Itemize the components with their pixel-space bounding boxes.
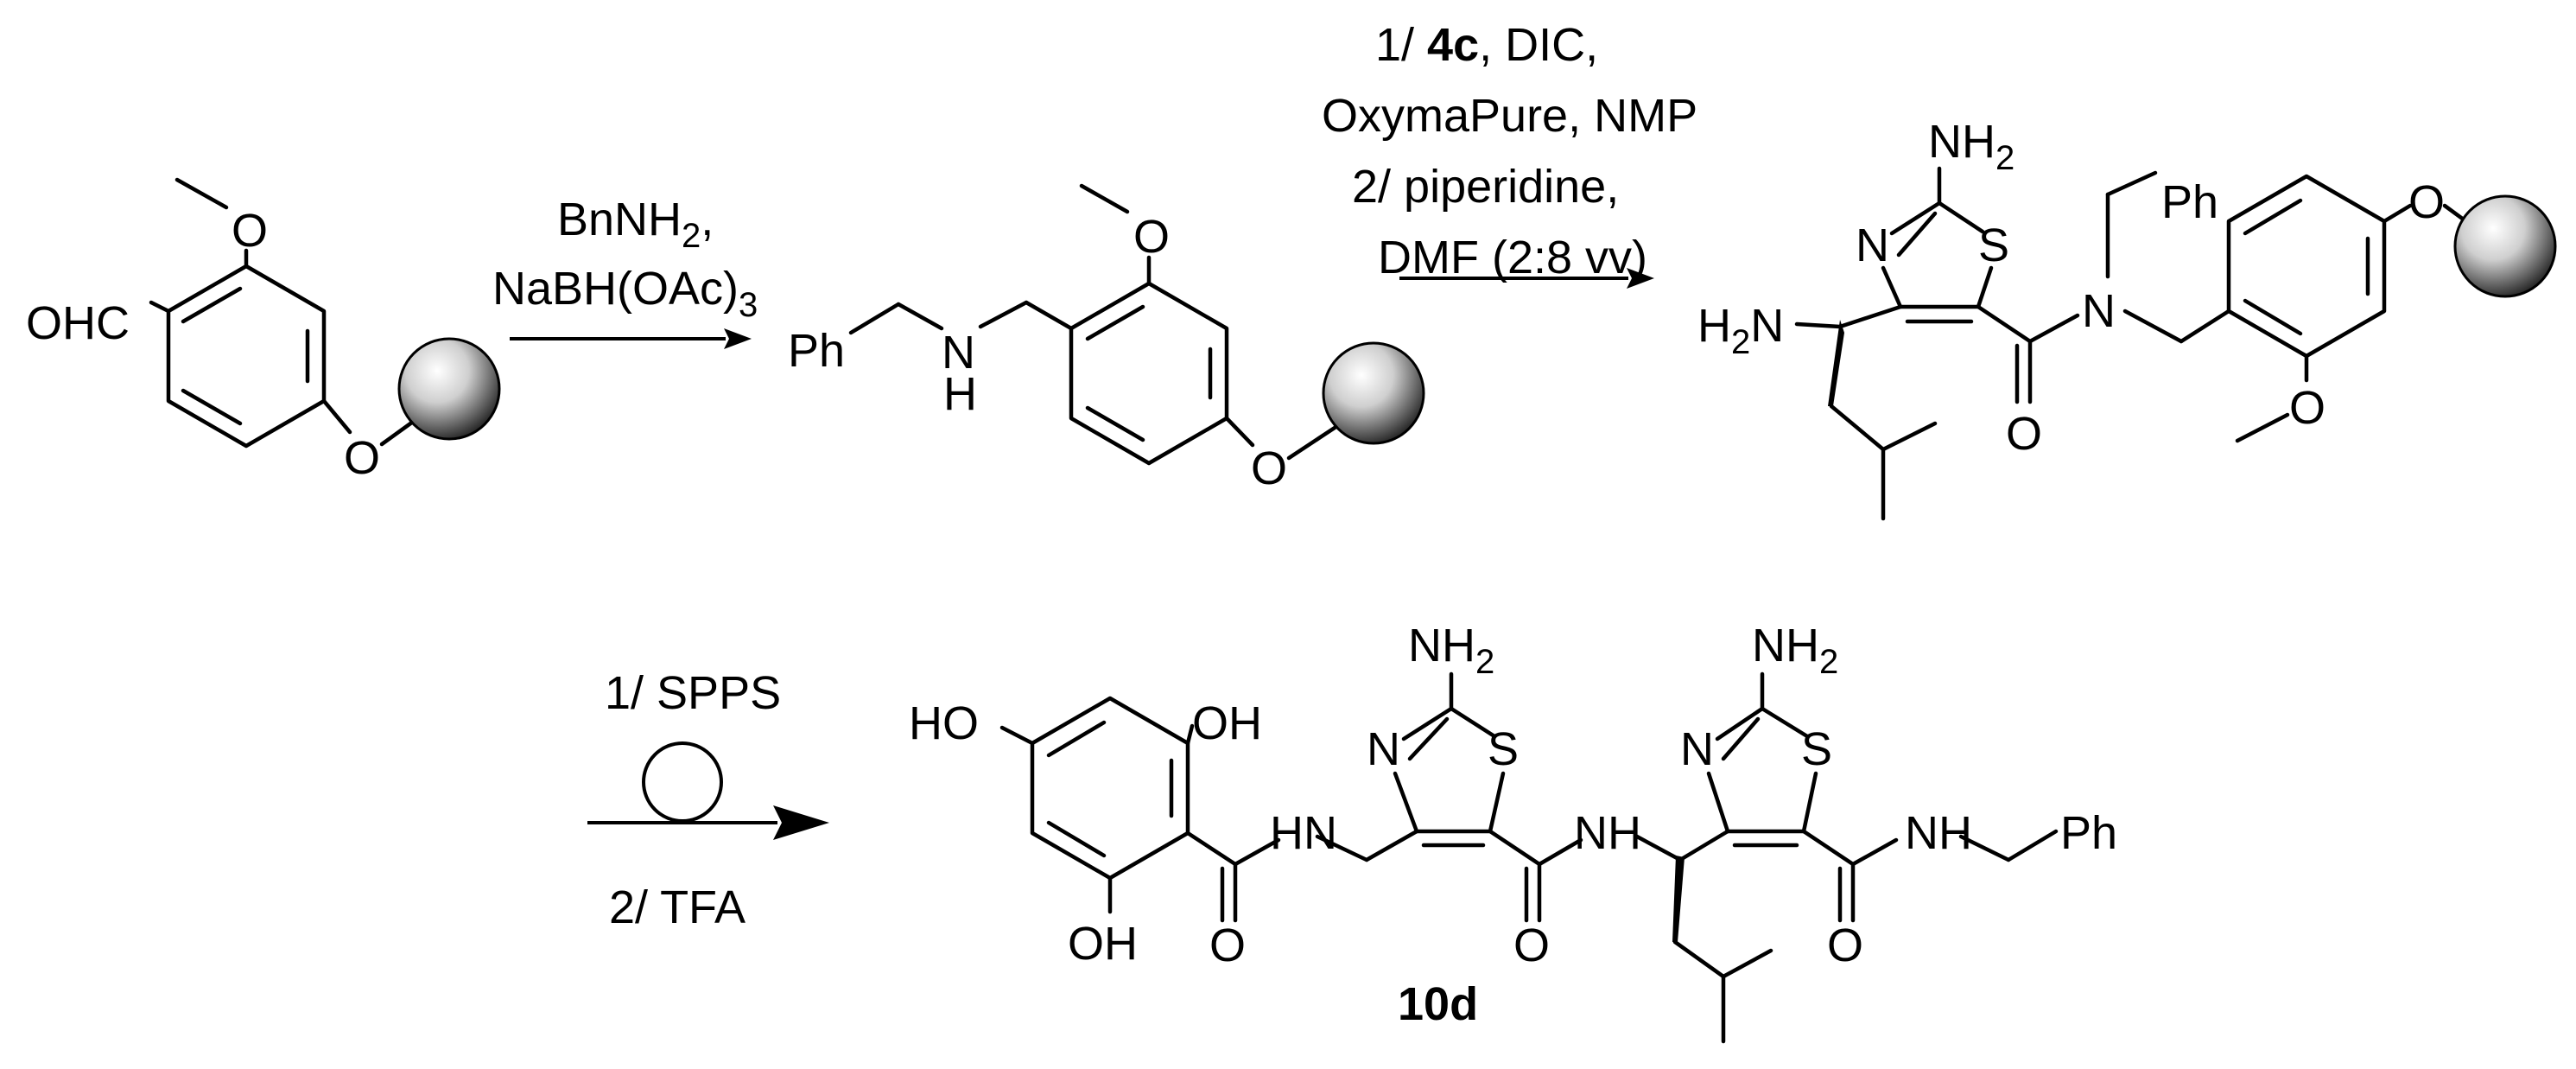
arrow-step-3: 1/ SPPS 2/ TFA <box>587 667 829 933</box>
thiazole-sulfur-2: S <box>1801 723 1832 775</box>
carbonyl-oxygen-1: O <box>1209 919 1246 971</box>
reagent-spps: 1/ SPPS <box>605 667 781 719</box>
ether-oxygen: O <box>2408 176 2445 228</box>
reagents-oxymapure-nmp: OxymaPure, NMP <box>1322 90 1697 142</box>
reagent-bnnh2: BnNH2, <box>557 194 714 255</box>
methoxy-oxygen: O <box>232 205 268 257</box>
phenyl-label: Ph <box>788 325 845 377</box>
hydroxyl-left: HO <box>909 697 979 749</box>
reagent-nabh-oac3: NaBH(OAc)3 <box>492 263 758 324</box>
resin-bead <box>397 337 501 441</box>
thiazole-sulfur: S <box>1978 220 2009 271</box>
hydroxyl-top: OH <box>1192 697 1262 749</box>
amine-nitrogen: N <box>942 327 975 379</box>
reagent-tfa: 2/ TFA <box>609 881 746 933</box>
reagents-dmf: DMF (2:8 vv) <box>1378 232 1647 283</box>
thiazole-sulfur-1: S <box>1488 723 1519 775</box>
amino-group: NH2 <box>1928 116 2014 177</box>
hydroxyl-bottom: OH <box>1068 918 1138 970</box>
methoxy-oxygen: O <box>1133 211 1170 263</box>
alpha-amine: H2N <box>1697 300 1784 361</box>
starting-material: O OHC O <box>26 177 501 484</box>
thiazole-nitrogen: N <box>1856 220 1889 271</box>
amine-hydrogen: H <box>943 368 977 420</box>
thiazole-nitrogen-1: N <box>1367 723 1400 775</box>
compound-label: 10d <box>1398 978 1478 1030</box>
arrow-step-2: 1/ 4c, DIC, OxymaPure, NMP 2/ piperidine… <box>1322 19 1697 289</box>
resin-bead <box>1322 341 1425 445</box>
intermediate-thiazole-amide: NH2 N S H2N O N Ph <box>1697 116 2557 521</box>
intermediate-amine: Ph N H O O <box>788 183 1425 494</box>
resin-bead <box>2453 194 2557 298</box>
amide-nitrogen-3: NH <box>1905 807 1972 859</box>
carbonyl-oxygen-3: O <box>1827 919 1863 971</box>
phenyl-label: Ph <box>2060 807 2117 859</box>
ether-oxygen: O <box>1251 442 1287 494</box>
amide-nitrogen-2: NH <box>1574 807 1641 859</box>
amino-group-1: NH2 <box>1408 620 1494 681</box>
spps-cycle-icon <box>642 741 723 823</box>
reagents-coupling: 1/ 4c, DIC, <box>1375 19 1598 71</box>
amino-group-2: NH2 <box>1752 620 1838 681</box>
thiazole-nitrogen-2: N <box>1680 723 1714 775</box>
phenyl-label: Ph <box>2161 176 2218 228</box>
aldehyde-label: OHC <box>26 297 130 349</box>
carbonyl-oxygen-2: O <box>1513 919 1550 971</box>
product-10d: HO OH OH O HN NH2 N S O <box>909 620 2117 1044</box>
amide-nitrogen: N <box>2082 285 2116 337</box>
reagents-piperidine: 2/ piperidine, <box>1352 161 1619 213</box>
amide-nitrogen-1: HN <box>1270 807 1337 859</box>
methoxy-oxygen: O <box>2289 382 2325 434</box>
ether-oxygen: O <box>344 432 380 484</box>
carbonyl-oxygen: O <box>2006 408 2042 460</box>
arrow-step-1: BnNH2, NaBH(OAc)3 <box>492 194 758 349</box>
